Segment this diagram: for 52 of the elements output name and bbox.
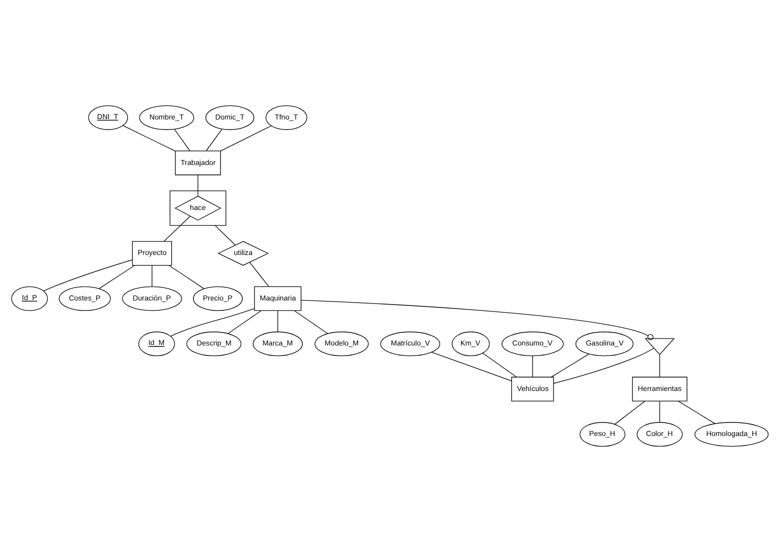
- node-ellipse: Duración_P: [122, 286, 182, 311]
- connector: [228, 310, 262, 334]
- connector: [550, 354, 590, 378]
- connector: [170, 308, 254, 336]
- connector: [220, 125, 272, 152]
- node-ellipse: Precio_P: [193, 286, 243, 311]
- node-diamond: utiliza: [218, 241, 269, 266]
- node-box: Vehículos: [511, 376, 554, 402]
- connector: [98, 265, 135, 289]
- node-ellipse: Gasolina_V: [575, 332, 634, 356]
- connector: [678, 400, 716, 424]
- connector: [174, 128, 190, 152]
- node-ellipse: Nombre_T: [139, 105, 194, 130]
- connector: [300, 300, 654, 340]
- connector: [482, 352, 517, 378]
- connector: [249, 262, 270, 287]
- connector: [431, 352, 512, 382]
- connector: [43, 259, 133, 292]
- connector: [277, 310, 278, 332]
- node-box: Trabajador: [174, 150, 221, 176]
- node-ellipse: Id_P: [11, 286, 48, 311]
- node-ellipse: Domic_T: [205, 105, 254, 130]
- node-ellipse: Id_M: [138, 332, 175, 356]
- connector: [294, 310, 328, 334]
- connector: [659, 400, 660, 422]
- node-box: Maquinaria: [254, 286, 302, 311]
- connector: [164, 216, 190, 242]
- node-ellipse: Descrip_M: [186, 332, 242, 356]
- cluster: [170, 190, 226, 226]
- node-triangle: [644, 338, 675, 356]
- node-ellipse: Km_V: [452, 332, 490, 356]
- connector: [614, 400, 645, 425]
- connector: [214, 225, 236, 246]
- node-ellipse: Tfno_T: [266, 105, 308, 130]
- node-ellipse: Costes_P: [58, 286, 111, 311]
- node-box: Proyecto: [132, 241, 172, 266]
- connector: [553, 348, 654, 384]
- node-ellipse: DNI_T: [88, 105, 128, 130]
- node-ellipse: Consumo_V: [502, 332, 564, 356]
- connector: [532, 356, 533, 378]
- node-ellipse: Peso_H: [580, 422, 626, 447]
- node-box: Herramientas: [632, 376, 688, 402]
- node-diamond: hace: [174, 196, 222, 220]
- connector: [206, 128, 222, 152]
- node-ellipse: Color_H: [636, 422, 683, 447]
- node-ellipse: Marca_M: [252, 332, 303, 356]
- connector: [659, 354, 660, 378]
- node-ellipse: Matrículo_V: [380, 332, 440, 356]
- connector: [122, 125, 176, 152]
- connector: [168, 265, 204, 289]
- node-ellipse: Modelo_M: [314, 332, 369, 356]
- node-ellipse: Homologada_H: [694, 422, 769, 447]
